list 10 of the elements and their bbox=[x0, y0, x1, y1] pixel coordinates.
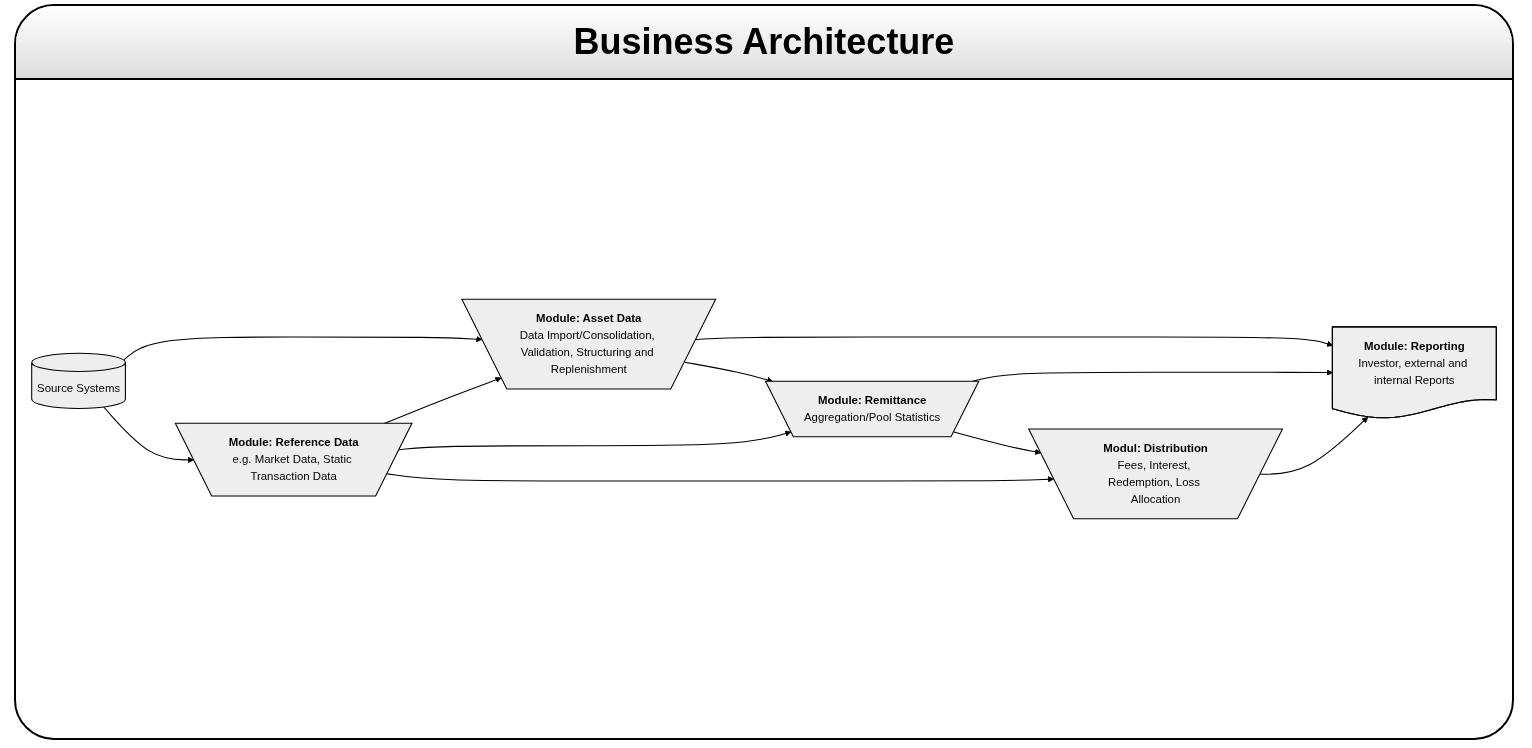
arrow bbox=[695, 336, 1333, 347]
arrow bbox=[103, 406, 195, 464]
arrow bbox=[123, 336, 483, 361]
arrow bbox=[1259, 416, 1369, 475]
arrow bbox=[398, 430, 792, 451]
diagram-frame: Business Architecture Source Systems Module: Reporting Investor, external and internal Reports Module: Asset Data Data Import/Consolidation, Validation, Structuring and Replenishment Module: Remittance Aggregation/Pool Statistics Modul: Distribution Fees, Interest, Redemption, Loss Allocation Module: Reference Data e.g. Market Data, Static Transaction Data bbox=[14, 4, 1514, 740]
arrow bbox=[386, 473, 1055, 483]
arrow bbox=[953, 431, 1042, 455]
diagram-title: Business Architecture bbox=[16, 6, 1512, 80]
arrow bbox=[684, 361, 774, 383]
